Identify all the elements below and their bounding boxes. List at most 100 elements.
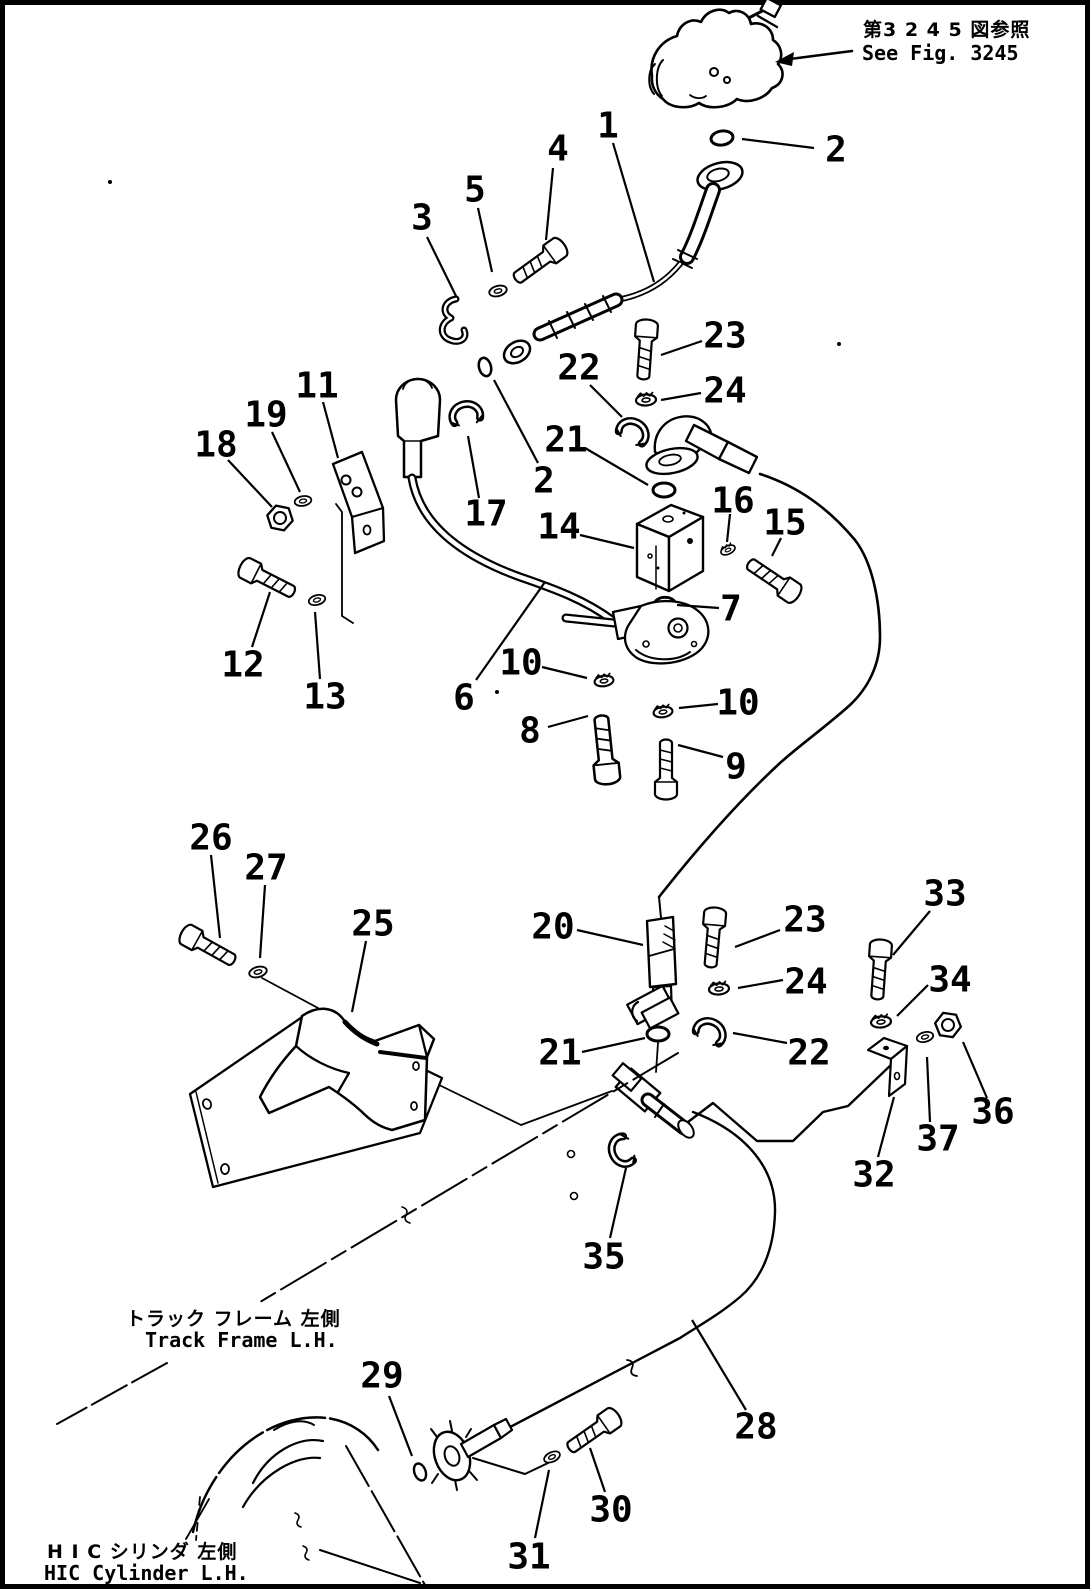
leader-line-10-21 [541,665,588,680]
callout-21-10: 21 [544,420,587,461]
callout-30-41: 30 [589,1490,632,1531]
part-14-block [635,503,705,593]
pipe-28-run [468,1110,777,1450]
callout-13-19: 13 [303,677,346,718]
fitting-assembly-29 [430,1417,549,1491]
fig-ref-arrow [775,49,854,66]
callout-8-22: 8 [519,711,541,752]
elbow-fitting-upper [645,415,759,476]
hic-cylinder-en-label: HIC Cylinder L.H. [44,1561,249,1585]
leader-line-5-3 [476,207,494,273]
track-frame-en-label: Track Frame L.H. [145,1328,338,1352]
hose-sweep [657,472,882,899]
callout-24-7: 24 [703,371,746,412]
elbow-fitting-low [611,1062,695,1139]
pipe-run-right [686,1061,895,1143]
leader-line-8-22 [547,714,589,729]
callout-35-38: 35 [582,1237,625,1278]
hic-cylinder-jp-label: H I C シリンダ 左側 [47,1540,237,1563]
callout-27-26: 27 [244,848,287,889]
callout-11-8: 11 [295,366,338,407]
assembly-line [655,1042,659,1073]
leader-line-20-28 [576,928,644,947]
leader-line-11-8 [321,401,340,459]
callout-1-0: 1 [597,106,619,147]
callout-14-14: 14 [537,507,580,548]
callout-33-30: 33 [923,874,966,915]
callout-4-2: 4 [547,129,569,170]
callout-9-24: 9 [725,747,747,788]
callout-23-29: 23 [783,900,826,941]
callout-36-35: 36 [971,1092,1014,1133]
fig-ref-jp-label: 第3 2 4 5 図参照 [863,18,1030,41]
leader-line-6-20 [475,581,546,681]
leader-line-37-36 [925,1056,932,1123]
leader-line-19-9 [271,431,301,493]
callout-32-37: 32 [852,1155,895,1196]
leader-line-21-10 [584,447,649,486]
leader-line-33-30 [892,910,931,956]
callout-10-23: 10 [716,683,759,724]
bracket-25 [188,977,444,1189]
callout-3-4: 3 [411,198,433,239]
leader-line-26-25 [209,854,222,939]
leader-line-4-2 [544,167,555,241]
fig-ref-en-label: See Fig. 3245 [862,41,1019,65]
callout-34-32: 34 [928,960,971,1001]
callout-31-42: 31 [507,1537,550,1578]
leader-line-24-7 [660,391,702,402]
part-20-valve [626,896,680,1030]
callout-10-21: 10 [499,643,542,684]
callout-18-11: 18 [194,425,237,466]
diagram-artwork [56,0,964,1586]
leader-line-24-31 [737,978,784,990]
leader-line-36-35 [961,1041,989,1099]
leader-line-31-42 [533,1469,551,1539]
hose-assembly-1 [502,128,744,365]
leader-line-12-18 [250,591,272,648]
part-6-pipe [394,377,617,625]
dot-mark [108,180,112,184]
elbow-flange-lower [561,599,710,665]
leader-line-25-27 [350,940,368,1013]
bracket-32 [866,1036,909,1098]
callout-25-27: 25 [351,904,394,945]
leader-line-16-15 [725,513,732,543]
leader-line-35-38 [608,1167,628,1239]
callout-2-1: 2 [825,130,847,171]
callout-15-16: 15 [763,503,806,544]
callout-22-34: 22 [787,1033,830,1074]
leader-line-2-12 [493,379,539,464]
callout-12-18: 12 [221,645,264,686]
leader-line-3-4 [426,236,457,297]
callout-24-31: 24 [784,962,827,1003]
callout-17-13: 17 [464,494,507,535]
callout-28-40: 28 [734,1407,777,1448]
callout-16-15: 16 [711,481,754,522]
bracket-11 [331,450,386,624]
callout-20-28: 20 [531,907,574,948]
leader-line-32-37 [876,1096,896,1158]
leader-line-29-39 [387,1395,414,1457]
dot-mark [495,690,499,694]
leader-line-30-41 [588,1447,607,1493]
part-3-clamp [438,295,469,345]
callout-22-6: 22 [557,348,600,389]
leader-line-10-23 [678,702,719,710]
callout-37-36: 37 [916,1119,959,1160]
leader-line-34-32 [896,984,929,1017]
leader-line-22-34 [732,1031,788,1045]
hic-cylinder-outline [185,1416,426,1586]
dot-mark [837,342,841,346]
callout-29-39: 29 [360,1356,403,1397]
valve-assembly [648,0,784,109]
leader-line-2-1 [741,137,815,150]
callout-2-12: 2 [533,461,555,502]
callout-5-3: 5 [464,170,486,211]
callout-26-25: 26 [189,818,232,859]
leader-line-1-0 [611,142,656,283]
callout-19-9: 19 [244,395,287,436]
